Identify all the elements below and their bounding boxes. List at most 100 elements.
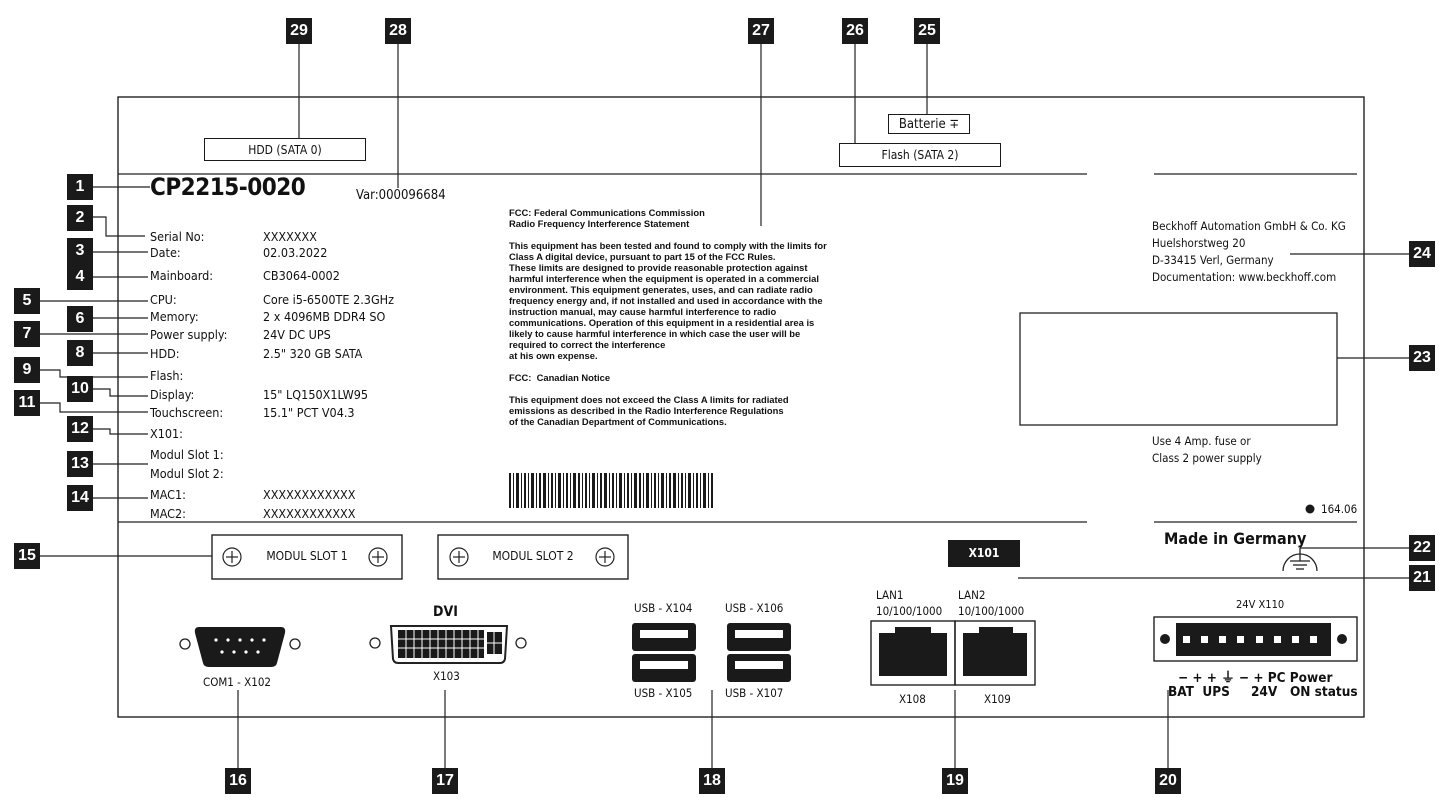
version-dot [1305,504,1315,514]
callout-3: 3 [67,238,93,264]
spec-value-mac1: XXXXXXXXXXXX [263,487,356,502]
spec-key-cpu: CPU: [150,292,177,307]
model-number: CP2215-0020 [150,173,306,201]
fcc-line: Class A digital device, pursuant to part… [509,251,776,262]
leader-lines [40,44,1409,768]
usb-port-icons [632,623,791,682]
lan2-speed: 10/100/1000 [958,604,1025,618]
dvi-port-icon [369,625,527,664]
callout-7: 7 [14,321,40,347]
variant-number: Var:000096684 [356,188,446,203]
screw-icons [222,547,615,567]
spec-key-modul-slot-1: Modul Slot 1: [150,447,224,462]
spec-key-flash: Flash: [150,368,184,383]
callout-4: 4 [67,264,93,290]
manufacturer-address: Beckhoff Automation GmbH & Co. KG Huelsh… [1152,219,1346,284]
flash-sata2-label: Flash (SATA 2) [881,148,959,162]
spec-value-date: 02.03.2022 [263,245,328,260]
modul-slot-1-outline [211,534,403,580]
x101-block [948,540,1020,567]
fcc-line: at his own expense. [509,350,598,361]
callout-19: 19 [942,768,968,794]
spec-value-display: 15" LQ150X1LW95 [263,387,369,402]
callout-26: 26 [842,18,868,44]
callout-29: 29 [286,18,312,44]
callout-12: 12 [67,416,93,442]
spec-value-memory: 2 x 4096MB DDR4 SO [263,309,386,324]
fcc-line: harmful interference when the equipment … [509,273,819,284]
callout-6: 6 [67,306,93,332]
spec-key-date: Date: [150,245,181,260]
fcc-line: This equipment does not exceed the Class… [509,394,789,405]
spec-value-touchscreen: 15.1" PCT V04.3 [263,405,355,420]
fcc-line: likely to cause harmful interference in … [509,328,801,339]
power-pin-symbols: − + + ⏚ − + PC Power [1178,670,1333,686]
lan1-speed: 10/100/1000 [876,604,943,618]
fcc-line: FCC: Federal Communications Commission [509,207,705,218]
spec-key-mac1: MAC1: [150,487,186,502]
fcc-line: environment. This equipment generates, u… [509,284,813,295]
hdd-sata0-box: HDD (SATA 0) [204,138,366,161]
spec-value-cpu: Core i5-6500TE 2.3GHz [263,292,395,307]
callout-18: 18 [699,768,725,794]
hdd-sata0-label: HDD (SATA 0) [248,142,322,157]
lan-port-icons [870,620,1036,686]
spec-value-power-supply: 24V DC UPS [263,327,331,342]
spec-key-power-supply: Power supply: [150,327,228,342]
fcc-line: Radio Frequency Interference Statement [509,218,690,229]
housing-outline [117,96,1365,718]
modul-slot-2-outline [437,534,629,580]
spec-value-serial: XXXXXXX [263,229,317,244]
fcc-line: These limits are designed to provide rea… [509,262,808,273]
battery-label: Batterie [898,116,946,132]
modul-slot-2-label: MODUL SLOT 2 [492,549,574,563]
spec-value-hdd: 2.5" 320 GB SATA [263,346,363,361]
callout-13: 13 [67,451,93,477]
usb-x107-label: USB - X107 [725,686,784,700]
callout-21: 21 [1409,565,1435,591]
fcc-line: required to correct the interference [509,339,666,350]
dvi-label: DVI [433,604,458,620]
spec-key-modul-slot-2: Modul Slot 2: [150,466,224,481]
dvi-port-id: X103 [433,669,460,683]
made-in-germany: Made in Germany [1164,529,1307,548]
callout-8: 8 [67,340,93,366]
callout-17: 17 [432,768,458,794]
lan1-label: LAN1 [876,588,904,602]
callout-14: 14 [67,485,93,511]
callout-11: 11 [14,390,40,416]
usb-x105-label: USB - X105 [634,686,693,700]
callout-24: 24 [1409,241,1435,267]
spec-key-touchscreen: Touchscreen: [150,405,224,420]
fcc-line: frequency energy and, if not installed a… [509,295,823,306]
com-port-label: COM1 - X102 [203,675,272,689]
com-port-icon [179,627,301,667]
spec-key-serial: Serial No: [150,229,205,244]
callout-25: 25 [914,18,940,44]
callout-10: 10 [67,376,93,402]
callout-23: 23 [1409,345,1435,371]
spec-key-display: Display: [150,387,195,402]
fcc-line: FCC: Canadian Notice [509,372,611,383]
spec-key-memory: Memory: [150,309,199,324]
fcc-line: of the Canadian Department of Communicat… [509,416,727,427]
callout-2: 2 [67,205,93,231]
barcode [509,473,713,508]
blank-label-area [1019,312,1338,426]
spec-value-mainboard: CB3064-0002 [263,268,340,283]
fcc-line: communications. Operation of this equipm… [509,317,815,328]
modul-slot-1-label: MODUL SLOT 1 [266,549,348,563]
callout-22: 22 [1409,535,1435,561]
callout-20: 20 [1155,768,1181,794]
spec-key-mainboard: Mainboard: [150,268,214,283]
callout-27: 27 [748,18,774,44]
fcc-line: instruction manual, may cause harmful in… [509,306,777,317]
callout-1: 1 [67,174,93,200]
fuse-note: Use 4 Amp. fuse or Class 2 power supply [1152,434,1262,465]
callout-5: 5 [14,288,40,314]
flash-sata2-box: Flash (SATA 2) [839,143,1001,167]
lan2-label: LAN2 [958,588,986,602]
spec-key-x101: X101: [150,426,183,441]
spec-key-hdd: HDD: [150,346,180,361]
